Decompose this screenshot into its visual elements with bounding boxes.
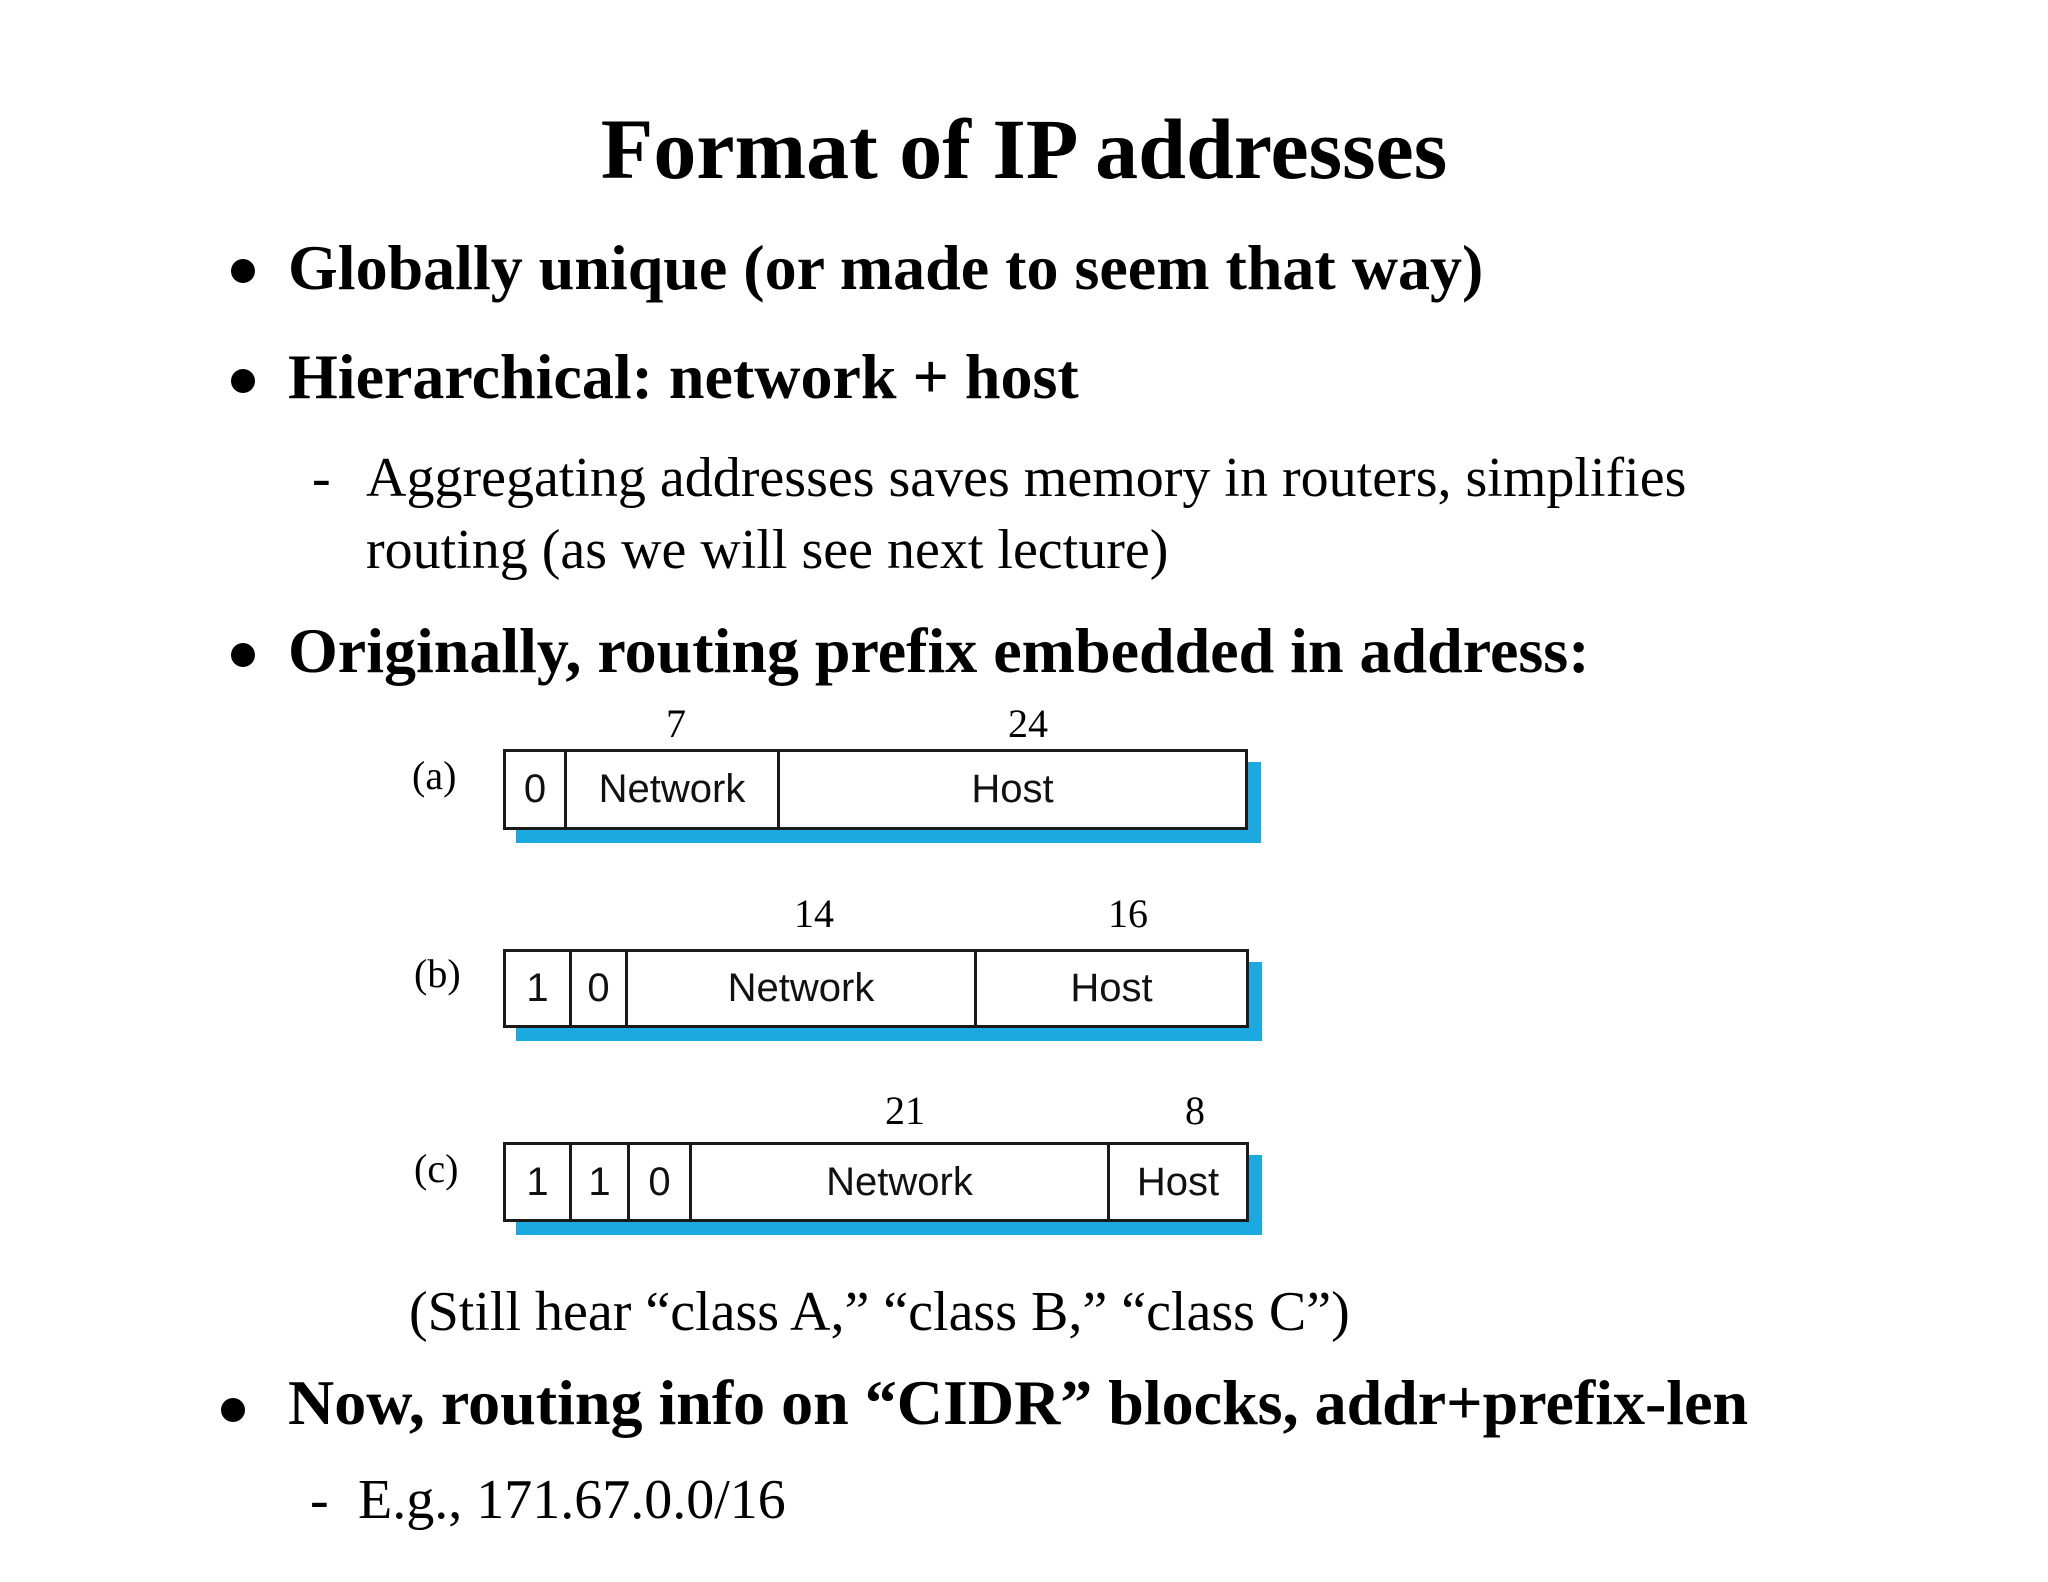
bullet-cidr: Now, routing info on “CIDR” blocks, addr…: [288, 1367, 1749, 1438]
sub-bullet-example: E.g., 171.67.0.0/16: [358, 1469, 786, 1531]
field-bit: 0: [569, 952, 625, 1025]
row-tag-a: (a): [412, 753, 457, 798]
bit-width-label: 21: [885, 1088, 925, 1133]
field-bit: 1: [526, 1159, 549, 1204]
bullet-icon: [231, 643, 255, 667]
bullet-icon: [221, 1398, 245, 1422]
bullet-hierarchical: Hierarchical: network + host: [288, 341, 1079, 412]
field-network: Network: [564, 752, 777, 827]
diagram-caption: (Still hear “class A,” “class B,” “class…: [409, 1281, 1350, 1343]
sub-bullet-dash: -: [312, 447, 331, 509]
bullet-globally-unique: Globally unique (or made to seem that wa…: [288, 232, 1484, 303]
field-host: Host: [777, 752, 1245, 827]
field-bit: 0: [627, 1145, 689, 1219]
row-tag-b: (b): [414, 951, 461, 996]
bit-width-label: 16: [1108, 891, 1148, 936]
field-bit: 1: [526, 966, 549, 1010]
address-format-box-c: 1 1 0 Network Host: [503, 1142, 1249, 1222]
bullet-icon: [231, 369, 255, 393]
sub-bullet-aggregating-line1: Aggregating addresses saves memory in ro…: [366, 447, 1687, 509]
field-network: Network: [625, 952, 974, 1025]
address-format-box-a: 0 Network Host: [503, 749, 1248, 830]
bullet-originally: Originally, routing prefix embedded in a…: [288, 615, 1590, 686]
row-tag-c: (c): [414, 1146, 459, 1191]
field-network: Network: [689, 1145, 1107, 1219]
bullet-icon: [231, 259, 255, 283]
address-format-box-b: 1 0 Network Host: [503, 949, 1249, 1028]
field-host: Host: [1107, 1145, 1246, 1219]
bit-width-label: 7: [666, 701, 686, 746]
slide-title: Format of IP addresses: [600, 101, 1448, 197]
field-host: Host: [974, 952, 1246, 1025]
field-bit: 1: [569, 1145, 627, 1219]
field-bit: 0: [523, 767, 547, 811]
bit-width-label: 8: [1185, 1088, 1205, 1133]
bit-width-label: 24: [1008, 701, 1048, 746]
bit-width-label: 14: [794, 891, 834, 936]
sub-bullet-aggregating-line2: routing (as we will see next lecture): [366, 519, 1169, 581]
sub-bullet-dash: -: [310, 1469, 329, 1531]
